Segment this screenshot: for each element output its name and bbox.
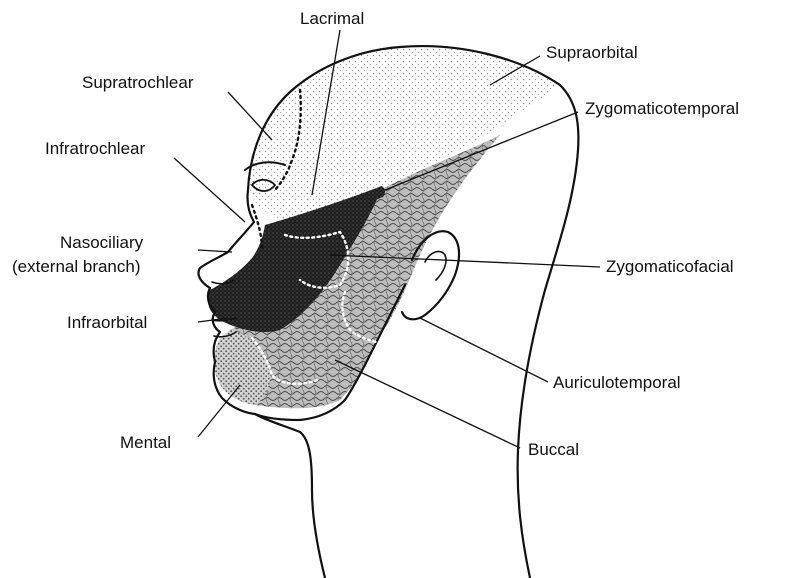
leader-nasociliary	[198, 250, 232, 252]
label-supratrochlear: Supratrochlear	[82, 73, 194, 92]
label-mental: Mental	[120, 433, 171, 452]
leader-infratrochlear	[174, 158, 245, 222]
neck-front	[255, 414, 325, 578]
label-nasociliary: Nasociliary	[60, 233, 144, 252]
label-zygomaticotemporal: Zygomaticotemporal	[585, 99, 739, 118]
head-regions	[208, 46, 560, 408]
leader-auriculotemporal	[420, 318, 548, 382]
label-supraorbital: Supraorbital	[546, 43, 638, 62]
label-lacrimal: Lacrimal	[300, 9, 364, 28]
leader-buccal	[335, 360, 520, 448]
label-buccal: Buccal	[528, 440, 579, 459]
label-infraorbital: Infraorbital	[67, 313, 147, 332]
ear-inner	[425, 251, 446, 280]
label-zygomaticofacial: Zygomaticofacial	[606, 257, 734, 276]
back-of-head	[518, 85, 579, 578]
label-auriculotemporal: Auriculotemporal	[553, 373, 681, 392]
label-infratrochlear: Infratrochlear	[45, 139, 145, 158]
leader-supratrochlear	[228, 92, 272, 140]
label-nasociliary-branch: (external branch)	[12, 257, 141, 276]
